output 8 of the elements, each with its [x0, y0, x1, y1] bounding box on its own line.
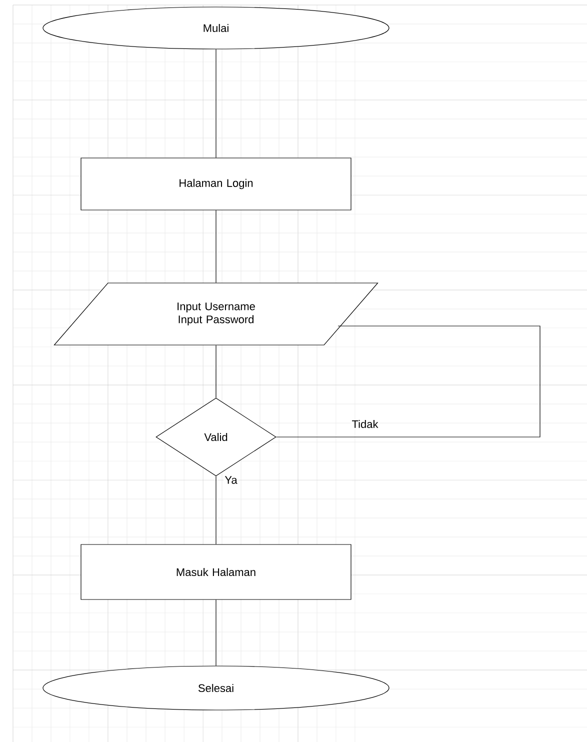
process-box: Masuk Halaman	[80, 544, 352, 600]
process-box: Halaman Login	[80, 158, 352, 210]
terminator-oval: Selesai	[42, 666, 390, 710]
edge-label: Tidak	[350, 418, 380, 430]
input-parallelogram: Input Username Input Password	[54, 282, 378, 346]
edge-label: Ya	[224, 475, 238, 485]
connector-line	[276, 326, 540, 438]
terminator-oval: Mulai	[42, 6, 390, 50]
